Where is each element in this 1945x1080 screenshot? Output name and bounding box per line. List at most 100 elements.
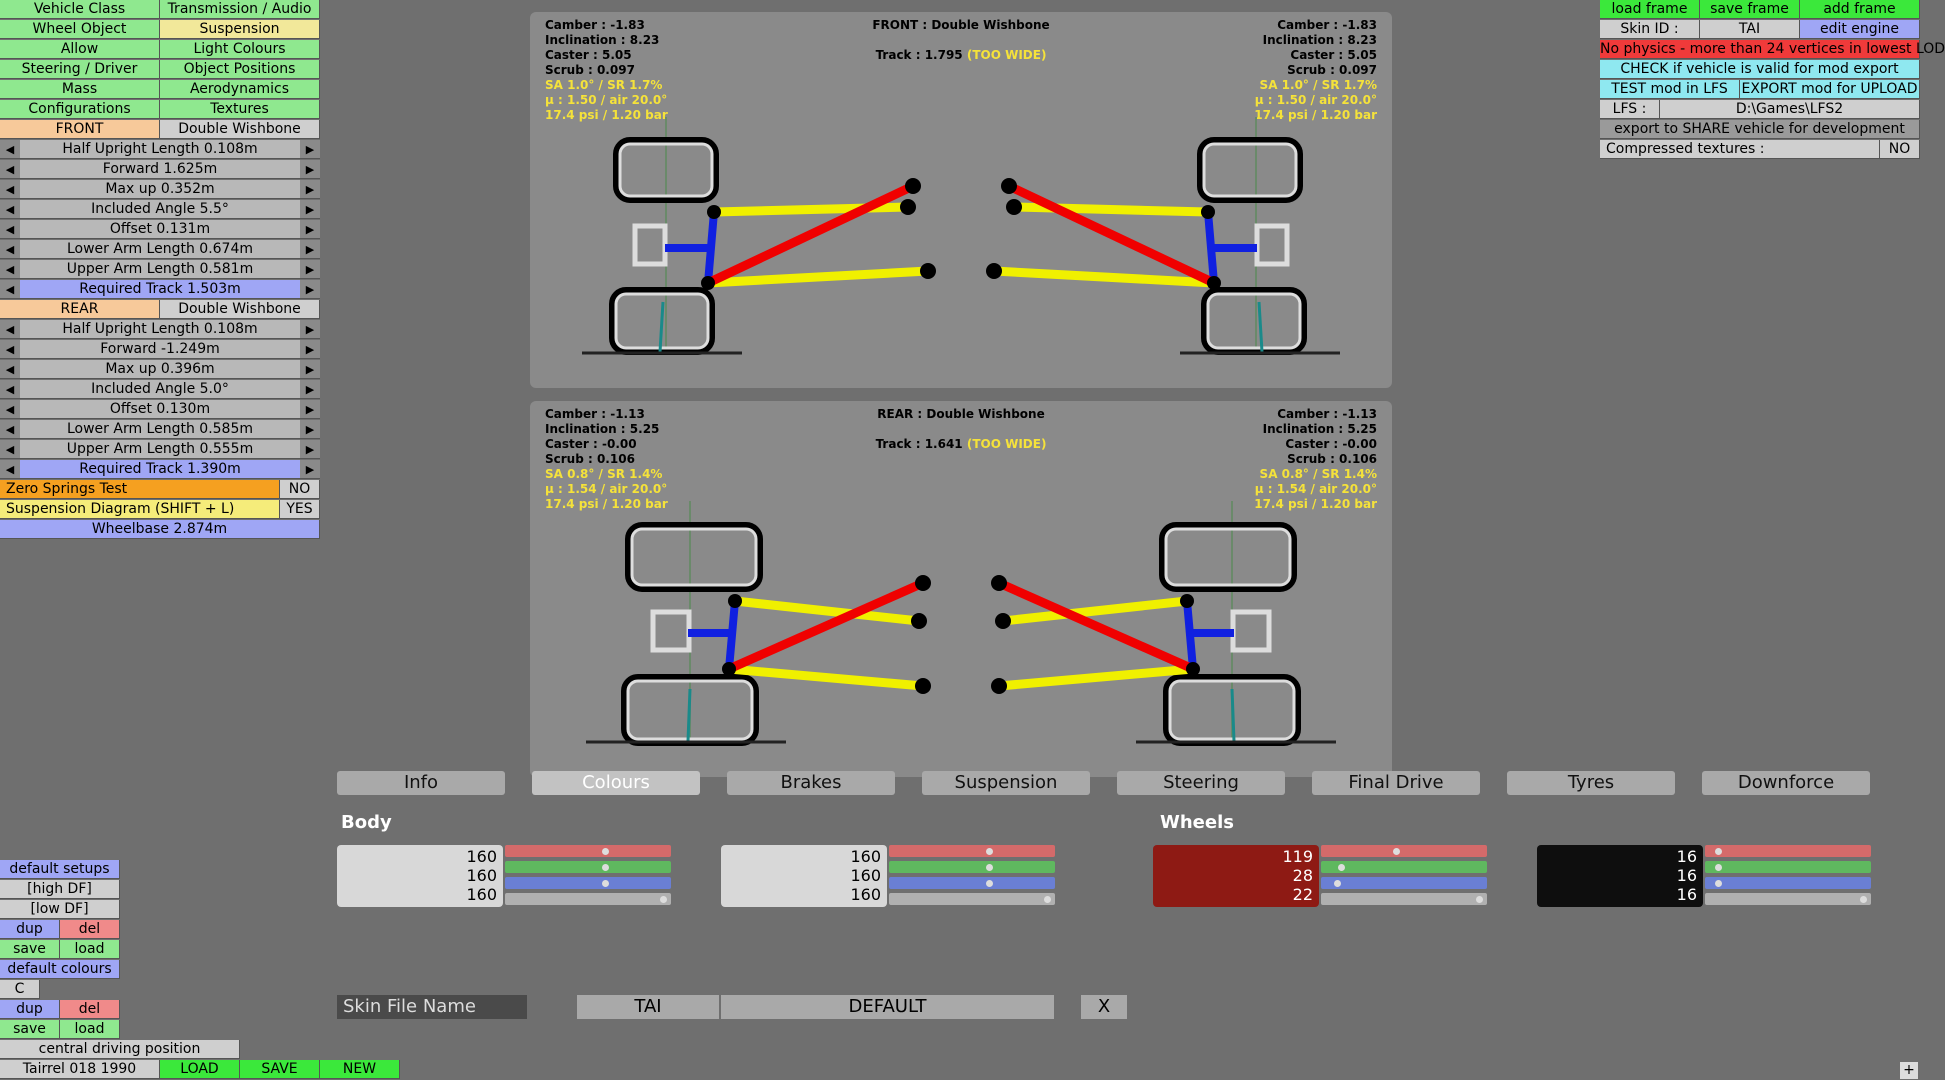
del-setup-button[interactable]: del [60, 920, 120, 939]
slider-knob[interactable] [1715, 880, 1722, 887]
tab-colours[interactable]: Colours [532, 771, 700, 795]
default-skin-button[interactable]: DEFAULT [721, 995, 1054, 1019]
save-colour-button[interactable]: save [0, 1020, 60, 1039]
colour-slider-r[interactable] [889, 845, 1055, 857]
slider-knob[interactable] [986, 864, 993, 871]
slider-knob[interactable] [1044, 896, 1051, 903]
colour-slider-b[interactable] [505, 877, 671, 889]
right-arrow-icon[interactable]: ▶ [300, 400, 320, 419]
right-arrow-icon[interactable]: ▶ [300, 460, 320, 479]
menu-object-positions[interactable]: Object Positions [160, 60, 320, 79]
menu-wheel-object[interactable]: Wheel Object [0, 20, 160, 39]
slider-knob[interactable] [602, 880, 609, 887]
colour-slider-g[interactable] [1705, 861, 1871, 873]
menu-allow[interactable]: Allow [0, 40, 160, 59]
tab-tyres[interactable]: Tyres [1507, 771, 1675, 795]
tab-final-drive[interactable]: Final Drive [1312, 771, 1480, 795]
right-arrow-icon[interactable]: ▶ [300, 320, 320, 339]
slider-knob[interactable] [986, 880, 993, 887]
right-arrow-icon[interactable]: ▶ [300, 360, 320, 379]
load-vehicle-button[interactable]: LOAD [160, 1060, 240, 1079]
menu-vehicle-class[interactable]: Vehicle Class [0, 0, 160, 19]
zero-springs-value[interactable]: NO [280, 480, 320, 499]
left-arrow-icon[interactable]: ◀ [0, 240, 20, 259]
default-setups-button[interactable]: default setups [0, 860, 120, 879]
colour-slider-alpha[interactable] [1321, 893, 1487, 905]
export-mod-button[interactable]: EXPORT mod for UPLOAD [1740, 80, 1920, 99]
front-type[interactable]: Double Wishbone [160, 120, 320, 139]
menu-configurations[interactable]: Configurations [0, 100, 160, 119]
slider-knob[interactable] [986, 848, 993, 855]
load-frame-button[interactable]: load frame [1600, 0, 1700, 19]
test-mod-button[interactable]: TEST mod in LFS [1600, 80, 1740, 99]
edit-engine-button[interactable]: edit engine [1800, 20, 1920, 39]
slider-knob[interactable] [1476, 896, 1483, 903]
colour-preset-c[interactable]: C [0, 980, 40, 999]
right-arrow-icon[interactable]: ▶ [300, 280, 320, 299]
skin-file-name-field[interactable]: TAI [577, 995, 719, 1019]
left-arrow-icon[interactable]: ◀ [0, 340, 20, 359]
slider-knob[interactable] [1860, 896, 1867, 903]
vehicle-name[interactable]: Tairrel 018 1990 [0, 1060, 160, 1079]
zero-springs-label[interactable]: Zero Springs Test [0, 480, 280, 499]
slider-knob[interactable] [1334, 880, 1341, 887]
left-arrow-icon[interactable]: ◀ [0, 140, 20, 159]
slider-knob[interactable] [602, 848, 609, 855]
slider-knob[interactable] [1715, 848, 1722, 855]
right-arrow-icon[interactable]: ▶ [300, 220, 320, 239]
left-arrow-icon[interactable]: ◀ [0, 220, 20, 239]
high-df-setup[interactable]: [high DF] [0, 880, 120, 899]
clear-skin-button[interactable]: X [1081, 995, 1127, 1019]
colour-slider-g[interactable] [505, 861, 671, 873]
left-arrow-icon[interactable]: ◀ [0, 160, 20, 179]
colour-slider-alpha[interactable] [889, 893, 1055, 905]
save-frame-button[interactable]: save frame [1700, 0, 1800, 19]
tab-suspension[interactable]: Suspension [922, 771, 1090, 795]
front-label[interactable]: FRONT [0, 120, 160, 139]
left-arrow-icon[interactable]: ◀ [0, 180, 20, 199]
menu-light-colours[interactable]: Light Colours [160, 40, 320, 59]
save-setup-button[interactable]: save [0, 940, 60, 959]
right-arrow-icon[interactable]: ▶ [300, 420, 320, 439]
dup-setup-button[interactable]: dup [0, 920, 60, 939]
load-setup-button[interactable]: load [60, 940, 120, 959]
left-arrow-icon[interactable]: ◀ [0, 380, 20, 399]
left-arrow-icon[interactable]: ◀ [0, 200, 20, 219]
colour-slider-g[interactable] [1321, 861, 1487, 873]
menu-transmission-audio[interactable]: Transmission / Audio [160, 0, 320, 19]
left-arrow-icon[interactable]: ◀ [0, 400, 20, 419]
tab-info[interactable]: Info [337, 771, 505, 795]
right-arrow-icon[interactable]: ▶ [300, 240, 320, 259]
left-arrow-icon[interactable]: ◀ [0, 320, 20, 339]
skin-id-value[interactable]: TAI [1700, 20, 1800, 39]
slider-knob[interactable] [1338, 864, 1345, 871]
default-colours-button[interactable]: default colours [0, 960, 120, 979]
rear-label[interactable]: REAR [0, 300, 160, 319]
left-arrow-icon[interactable]: ◀ [0, 260, 20, 279]
right-arrow-icon[interactable]: ▶ [300, 140, 320, 159]
right-arrow-icon[interactable]: ▶ [300, 380, 320, 399]
compressed-textures-value[interactable]: NO [1880, 140, 1920, 159]
colour-slider-alpha[interactable] [1705, 893, 1871, 905]
tab-downforce[interactable]: Downforce [1702, 771, 1870, 795]
check-valid-button[interactable]: CHECK if vehicle is valid for mod export [1600, 60, 1920, 79]
menu-suspension[interactable]: Suspension [160, 20, 320, 39]
right-arrow-icon[interactable]: ▶ [300, 440, 320, 459]
dup-colour-button[interactable]: dup [0, 1000, 60, 1019]
menu-textures[interactable]: Textures [160, 100, 320, 119]
suspension-diagram-value[interactable]: YES [280, 500, 320, 519]
left-arrow-icon[interactable]: ◀ [0, 460, 20, 479]
left-arrow-icon[interactable]: ◀ [0, 440, 20, 459]
right-arrow-icon[interactable]: ▶ [300, 180, 320, 199]
colour-slider-r[interactable] [1705, 845, 1871, 857]
menu-aerodynamics[interactable]: Aerodynamics [160, 80, 320, 99]
colour-slider-alpha[interactable] [505, 893, 671, 905]
lfs-path[interactable]: D:\Games\LFS2 [1660, 100, 1920, 119]
colour-slider-r[interactable] [1321, 845, 1487, 857]
load-colour-button[interactable]: load [60, 1020, 120, 1039]
colour-slider-g[interactable] [889, 861, 1055, 873]
